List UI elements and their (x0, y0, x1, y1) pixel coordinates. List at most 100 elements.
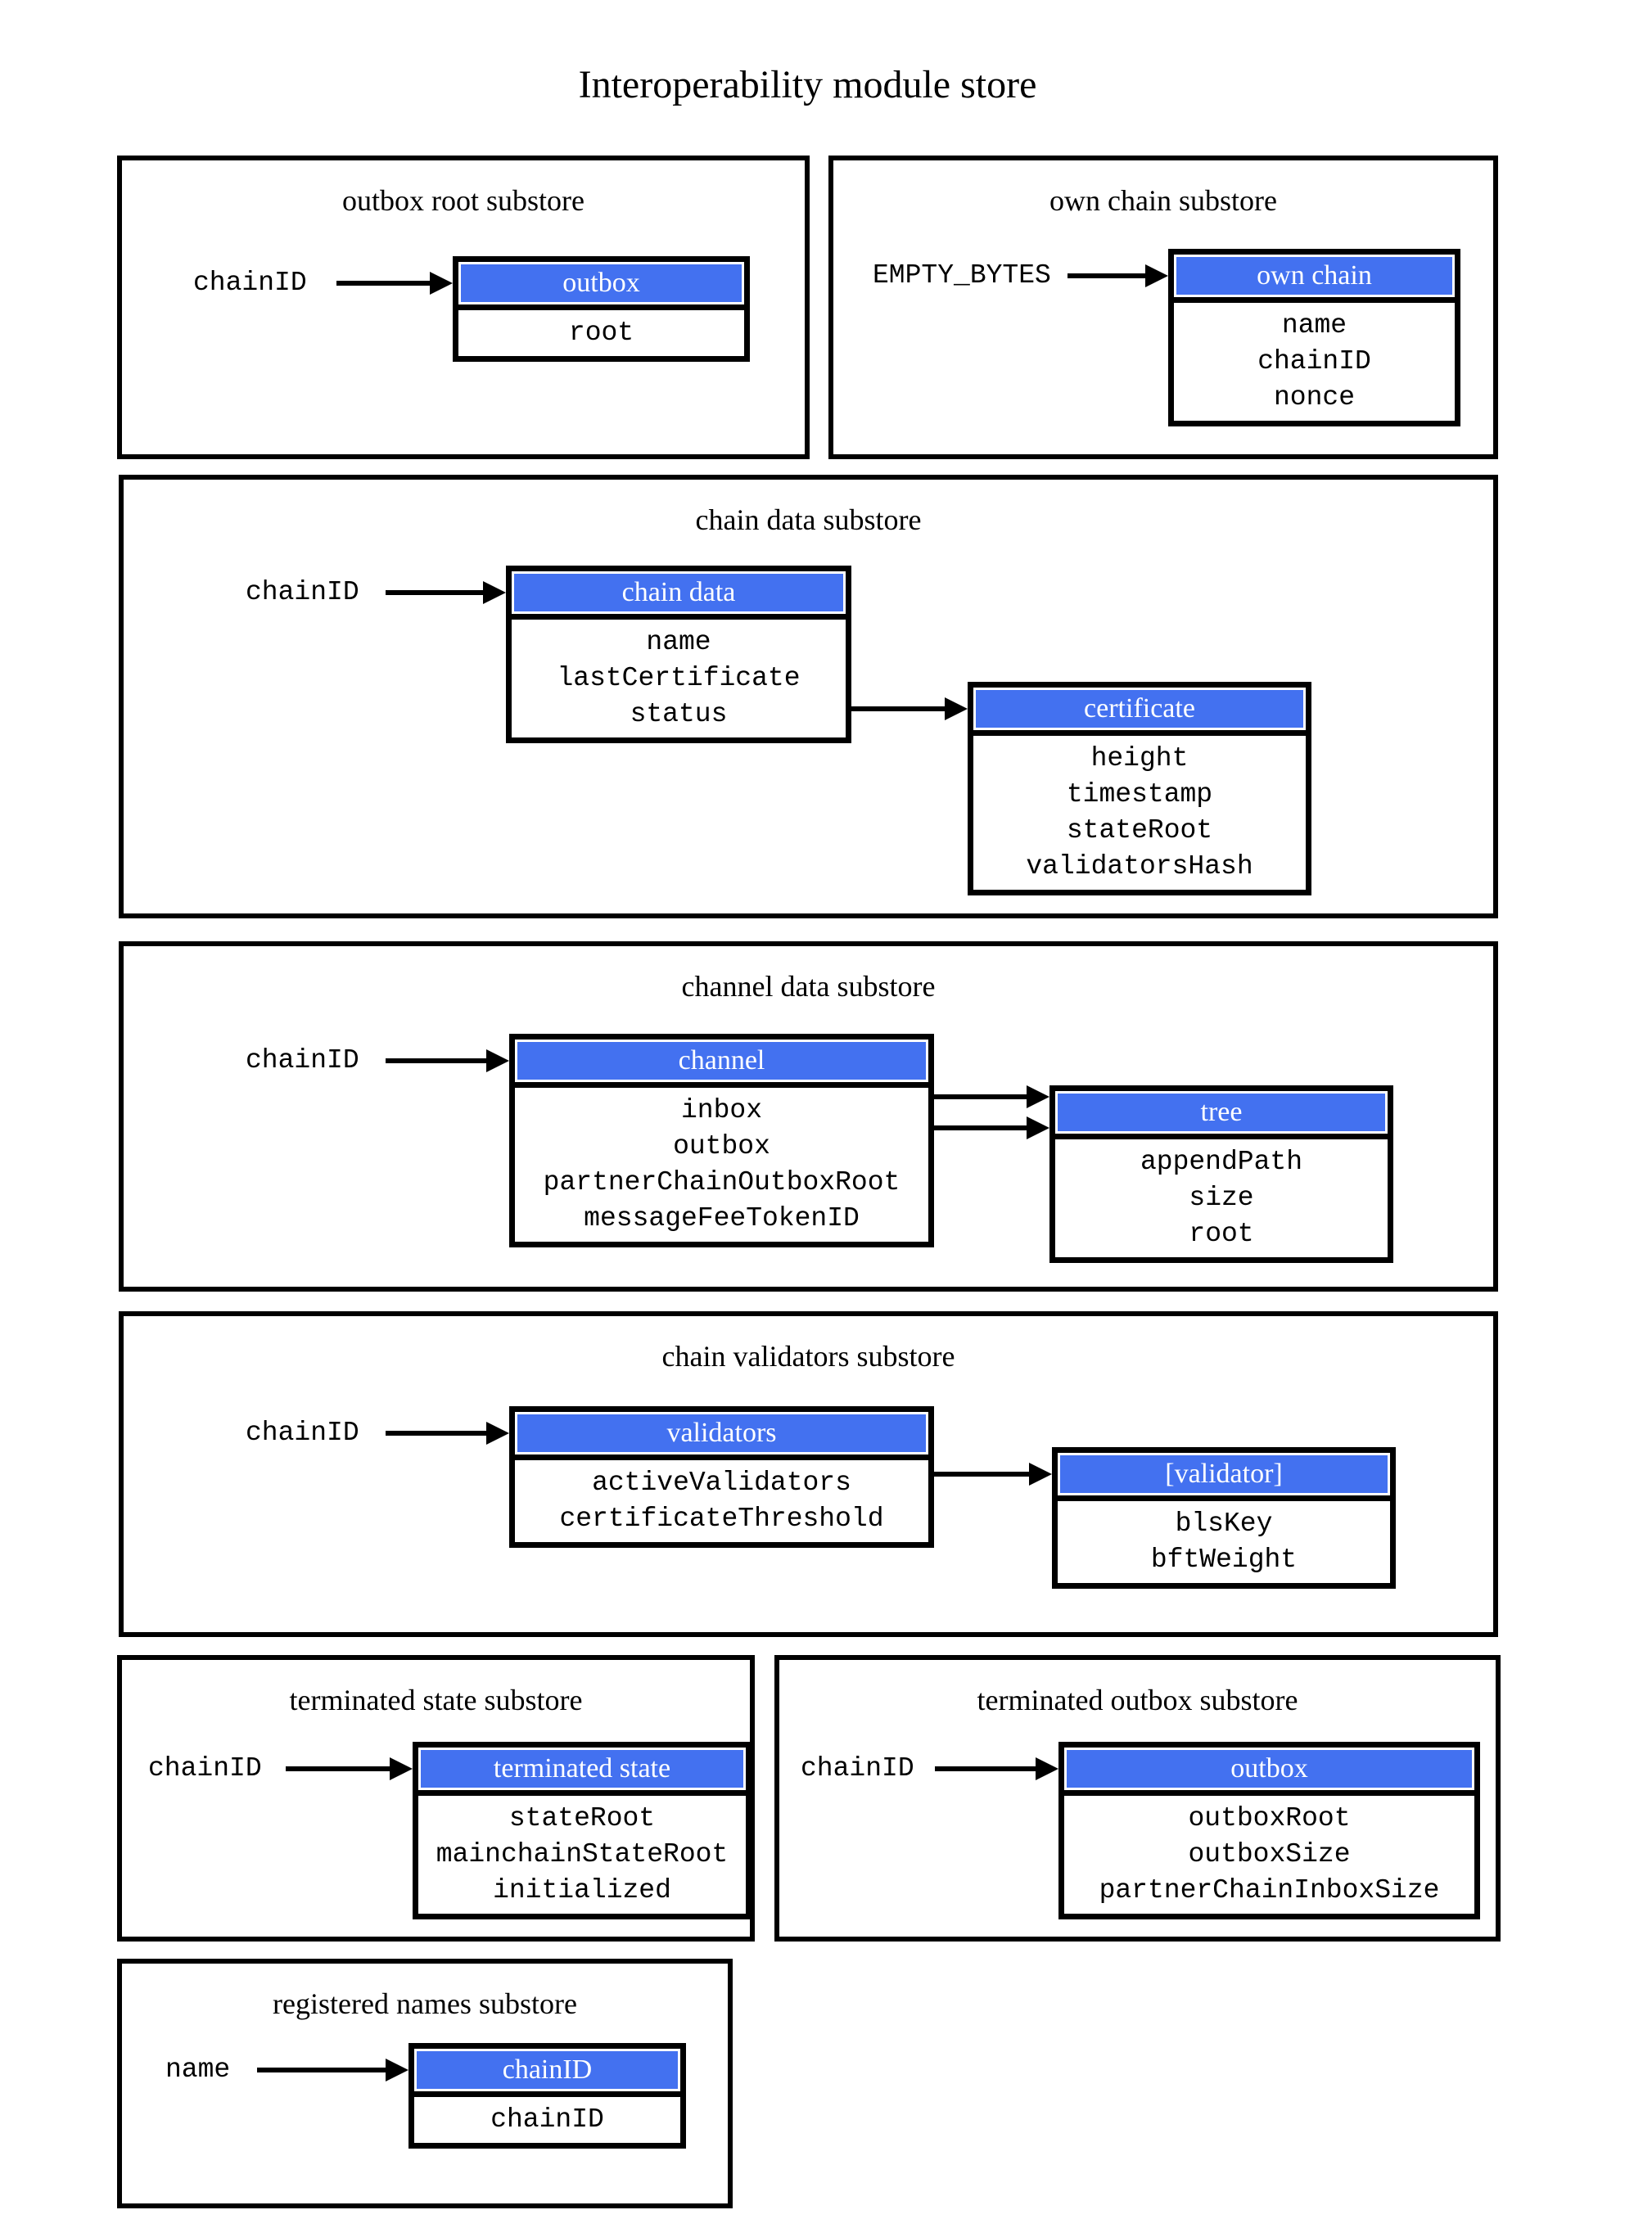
table-row: partnerChainOutboxRoot (543, 1167, 900, 1197)
table-header: terminated state (418, 1748, 746, 1796)
table-body: outboxRoot outboxSize partnerChainInboxS… (1064, 1796, 1474, 1914)
table-row: chainID (1257, 346, 1371, 377)
table-validators: validators activeValidators certificateT… (509, 1406, 934, 1548)
table-body: name lastCertificate status (512, 620, 846, 737)
panel-title: terminated outbox substore (977, 1684, 1298, 1716)
table-row: size (1189, 1183, 1254, 1213)
panel-registered-names-substore: registered names substore name chainID c… (117, 1959, 733, 2208)
table-row: messageFeeTokenID (584, 1203, 860, 1234)
table-row: outbox (673, 1131, 770, 1161)
table-channel: channel inbox outbox partnerChainOutboxR… (509, 1034, 934, 1247)
table-row: certificateThreshold (559, 1504, 884, 1534)
arrow-icon (1067, 264, 1168, 287)
panel-outbox-root-substore: outbox root substore chainID outbox root (117, 156, 810, 459)
key-label: chainID (246, 577, 359, 607)
table-row: validatorsHash (1026, 851, 1253, 882)
table-row: name (646, 627, 711, 657)
panel-chain-validators-substore: chain validators substore chainID valida… (119, 1311, 1498, 1637)
table-outbox: outbox root (453, 256, 750, 362)
arrow-icon (934, 1116, 1049, 1139)
key-label: chainID (801, 1753, 914, 1784)
panel-title: chain data substore (695, 503, 922, 536)
arrow-icon (286, 1757, 413, 1780)
arrow-icon (386, 1049, 509, 1072)
table-header: [validator] (1058, 1453, 1390, 1501)
table-row: stateRoot (1066, 815, 1213, 846)
table-header: outbox (458, 262, 744, 310)
table-validator: [validator] blsKey bftWeight (1052, 1447, 1396, 1589)
table-body: chainID (414, 2097, 680, 2143)
arrow-icon (934, 1463, 1052, 1486)
table-chain-data: chain data name lastCertificate status (506, 566, 851, 743)
table-body: activeValidators certificateThreshold (515, 1460, 928, 1542)
table-header-label: outbox (461, 264, 742, 302)
panel-title: chain validators substore (661, 1340, 955, 1373)
table-header: certificate (973, 688, 1306, 736)
table-header: channel (515, 1040, 928, 1088)
table-header: own chain (1174, 255, 1455, 303)
table-row: nonce (1273, 382, 1356, 413)
table-tree: tree appendPath size root (1049, 1085, 1393, 1263)
key-label: EMPTY_BYTES (873, 260, 1051, 291)
arrow-icon (934, 1085, 1049, 1108)
table-certificate: certificate height timestamp stateRoot v… (968, 682, 1311, 895)
table-row: blsKey (1175, 1509, 1273, 1539)
page-title: Interoperability module store (578, 63, 1037, 106)
table-body: name chainID nonce (1174, 303, 1455, 421)
table-row: stateRoot (508, 1803, 656, 1833)
panel-title: registered names substore (273, 1987, 577, 2020)
table-row: name (1281, 310, 1347, 341)
table-row: status (630, 699, 728, 729)
table-header-label: chain data (514, 574, 843, 611)
key-label: name (165, 2054, 231, 2085)
table-header: chain data (512, 571, 846, 620)
arrow-icon (386, 1422, 509, 1445)
table-row: bftWeight (1150, 1545, 1298, 1575)
table-header: tree (1055, 1091, 1388, 1139)
table-body: appendPath size root (1055, 1139, 1388, 1257)
table-row: activeValidators (592, 1468, 851, 1498)
table-chainid: chainID chainID (408, 2043, 686, 2149)
table-body: stateRoot mainchainStateRoot initialized (418, 1796, 746, 1914)
table-header-label: outbox (1067, 1750, 1472, 1788)
table-row: partnerChainInboxSize (1099, 1875, 1440, 1906)
panel-title: channel data substore (681, 970, 936, 1003)
panel-terminated-state-substore: terminated state substore chainID termin… (117, 1655, 755, 1942)
arrow-icon (336, 272, 453, 295)
table-body: inbox outbox partnerChainOutboxRoot mess… (515, 1088, 928, 1242)
table-body: height timestamp stateRoot validatorsHas… (973, 736, 1306, 890)
table-header-label: chainID (417, 2051, 678, 2089)
panel-title: terminated state substore (289, 1684, 583, 1716)
table-row: root (568, 318, 634, 348)
table-header-label: channel (517, 1042, 926, 1080)
arrow-icon (851, 697, 968, 720)
table-row: lastCertificate (557, 663, 801, 693)
arrow-icon (935, 1757, 1058, 1780)
table-row: outboxRoot (1188, 1803, 1351, 1833)
panel-title: outbox root substore (342, 184, 585, 217)
table-row: inbox (680, 1095, 763, 1125)
table-row: initialized (493, 1875, 671, 1906)
key-label: chainID (246, 1045, 359, 1076)
table-row: outboxSize (1188, 1839, 1351, 1869)
table-header: validators (515, 1412, 928, 1460)
table-header-label: [validator] (1060, 1455, 1388, 1493)
table-row: appendPath (1140, 1147, 1303, 1177)
table-terminated-state: terminated state stateRoot mainchainStat… (413, 1742, 752, 1919)
table-row: mainchainStateRoot (436, 1839, 729, 1869)
table-body: blsKey bftWeight (1058, 1501, 1390, 1583)
table-body: root (458, 310, 744, 356)
panel-chain-data-substore: chain data substore chainID chain data n… (119, 475, 1498, 918)
arrow-icon (386, 581, 506, 604)
table-header: chainID (414, 2049, 680, 2097)
table-row: height (1090, 743, 1189, 773)
table-header: outbox (1064, 1748, 1474, 1796)
table-header-label: terminated state (421, 1750, 743, 1788)
key-label: chainID (193, 268, 307, 298)
key-label: chainID (148, 1753, 262, 1784)
key-label: chainID (246, 1418, 359, 1448)
table-row: chainID (490, 2104, 604, 2135)
panel-own-chain-substore: own chain substore EMPTY_BYTES own chain… (828, 156, 1498, 459)
table-header-label: validators (517, 1414, 926, 1452)
